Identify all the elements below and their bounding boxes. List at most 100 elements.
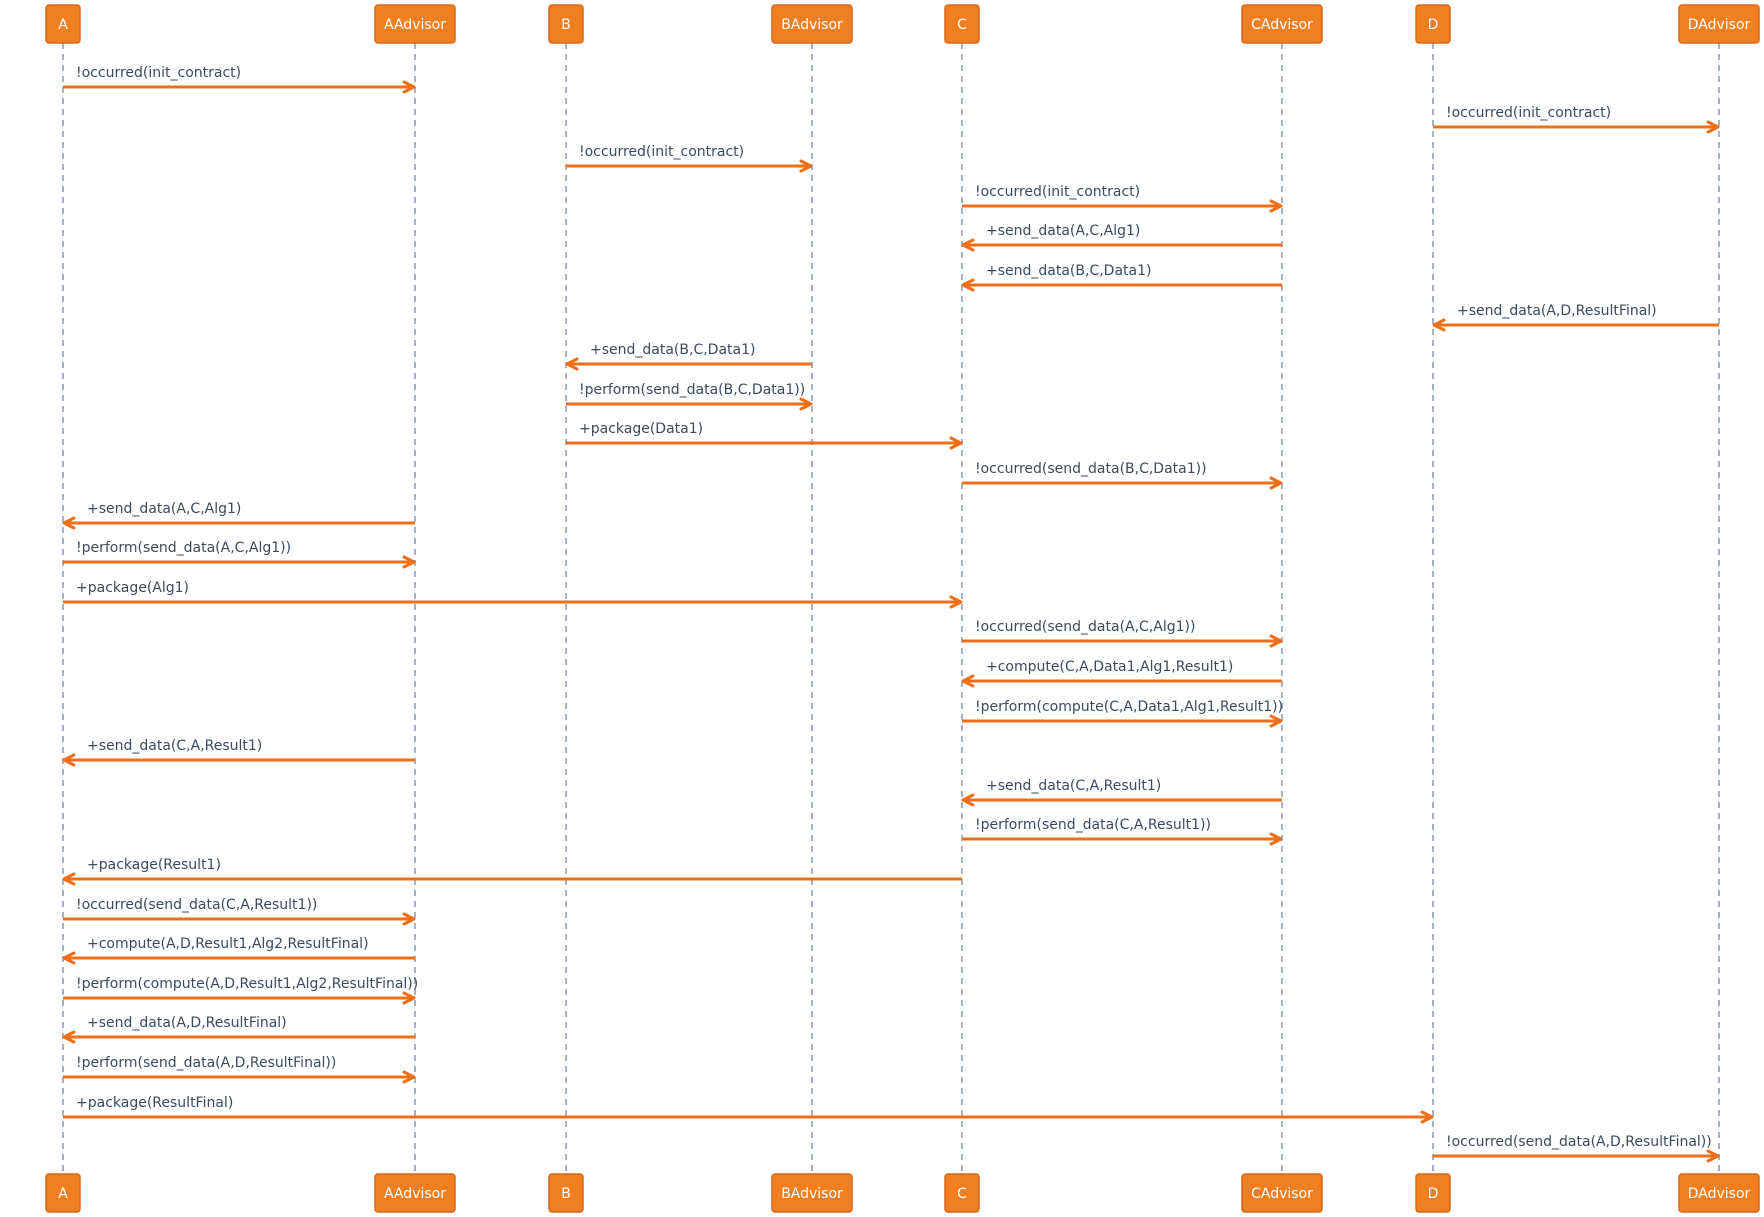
message-label: +send_data(A,D,ResultFinal) (87, 1015, 287, 1031)
arrowhead (961, 793, 975, 807)
participant-b-top: B (548, 4, 584, 44)
arrowhead (949, 595, 963, 609)
arrowhead (961, 238, 975, 252)
participant-box (1415, 1173, 1451, 1213)
message-17: !perform(compute(C,A,Data1,Alg1,Result1)… (962, 699, 1283, 728)
message-label: +send_data(C,A,Result1) (87, 738, 262, 754)
message-label: !perform(send_data(A,D,ResultFinal)) (76, 1055, 336, 1071)
arrowhead (62, 872, 76, 886)
message-label: +send_data(A,D,ResultFinal) (1457, 303, 1657, 319)
participant-label: CAdvisor (1251, 17, 1313, 33)
participant-label: D (1428, 1186, 1439, 1202)
arrowhead (1706, 1149, 1720, 1163)
message-20: !perform(send_data(C,A,Result1)) (962, 817, 1283, 846)
participant-label: DAdvisor (1688, 17, 1751, 33)
message-23: +compute(A,D,Result1,Alg2,ResultFinal) (62, 936, 415, 965)
participant-label: C (957, 1186, 967, 1202)
participant-box (1241, 1173, 1323, 1213)
participant-box (944, 4, 980, 44)
participant-label: BAdvisor (781, 1186, 843, 1202)
messages: !occurred(init_contract) !occurred(init_c… (62, 65, 1720, 1163)
message-24: !perform(compute(A,D,Result1,Alg2,Result… (63, 976, 418, 1005)
participant-box (45, 4, 81, 44)
message-label: !occurred(send_data(C,A,Result1)) (76, 897, 317, 913)
participant-label: D (1428, 17, 1439, 33)
message-1: !occurred(init_contract) (63, 65, 416, 94)
message-label: !occurred(init_contract) (1446, 105, 1611, 121)
participant-c-bottom: C (944, 1173, 980, 1213)
message-label: !occurred(init_contract) (76, 65, 241, 81)
participant-box (1415, 4, 1451, 44)
message-9: !perform(send_data(B,C,Data1)) (566, 382, 813, 411)
message-label: !occurred(send_data(B,C,Data1)) (975, 461, 1207, 477)
participant-box (1241, 4, 1323, 44)
message-28: !occurred(send_data(A,D,ResultFinal)) (1433, 1134, 1720, 1163)
message-5: +send_data(A,C,Alg1) (961, 223, 1282, 252)
arrowhead (1432, 318, 1446, 332)
arrowhead (402, 555, 416, 569)
participant-box (374, 1173, 456, 1213)
message-label: +package(Alg1) (76, 580, 189, 596)
message-label: !occurred(init_contract) (579, 144, 744, 160)
message-label: +compute(A,D,Result1,Alg2,ResultFinal) (87, 936, 369, 952)
participant-box (1678, 1173, 1760, 1213)
message-label: +compute(C,A,Data1,Alg1,Result1) (986, 659, 1233, 675)
participant-label: C (957, 17, 967, 33)
participant-badvisor-top: BAdvisor (771, 4, 853, 44)
message-7: +send_data(A,D,ResultFinal) (1432, 303, 1719, 332)
arrowhead (1706, 120, 1720, 134)
arrowhead (799, 159, 813, 173)
message-15: !occurred(send_data(A,C,Alg1)) (962, 619, 1283, 648)
participant-badvisor-bottom: BAdvisor (771, 1173, 853, 1213)
participant-label: DAdvisor (1688, 1186, 1751, 1202)
arrowhead (402, 912, 416, 926)
arrowhead (62, 753, 76, 767)
message-10: +package(Data1) (566, 421, 963, 450)
participant-cadvisor-bottom: CAdvisor (1241, 1173, 1323, 1213)
participant-box (548, 4, 584, 44)
arrowhead (961, 278, 975, 292)
arrowhead (62, 1030, 76, 1044)
arrowhead (961, 674, 975, 688)
participants: AAAAdvisorAAdvisorBBBAdvisorBAdvisorCCCA… (45, 4, 1760, 1213)
message-label: +send_data(B,C,Data1) (986, 263, 1151, 279)
arrowhead (1269, 714, 1283, 728)
message-label: !occurred(send_data(A,C,Alg1)) (975, 619, 1195, 635)
arrowhead (949, 436, 963, 450)
message-label: +send_data(C,A,Result1) (986, 778, 1161, 794)
message-label: !occurred(send_data(A,D,ResultFinal)) (1446, 1134, 1712, 1150)
message-label: !perform(send_data(B,C,Data1)) (579, 382, 805, 398)
message-label: +send_data(B,C,Data1) (590, 342, 755, 358)
message-18: +send_data(C,A,Result1) (62, 738, 415, 767)
message-13: !perform(send_data(A,C,Alg1)) (63, 540, 416, 569)
participant-box (1678, 4, 1760, 44)
message-label: !perform(send_data(A,C,Alg1)) (76, 540, 291, 556)
message-label: +package(Data1) (579, 421, 703, 437)
message-3: !occurred(init_contract) (566, 144, 813, 173)
message-label: !perform(compute(A,D,Result1,Alg2,Result… (76, 976, 418, 992)
participant-a-bottom: A (45, 1173, 81, 1213)
participant-dadvisor-top: DAdvisor (1678, 4, 1760, 44)
arrowhead (402, 1070, 416, 1084)
participant-d-top: D (1415, 4, 1451, 44)
arrowhead (799, 397, 813, 411)
message-label: +send_data(A,C,Alg1) (87, 501, 241, 517)
arrowhead (402, 80, 416, 94)
participant-dadvisor-bottom: DAdvisor (1678, 1173, 1760, 1213)
message-label: !perform(compute(C,A,Data1,Alg1,Result1)… (975, 699, 1283, 715)
message-label: +package(Result1) (87, 857, 221, 873)
participant-label: BAdvisor (781, 17, 843, 33)
participant-c-top: C (944, 4, 980, 44)
arrowhead (1269, 476, 1283, 490)
participant-aadvisor-bottom: AAdvisor (374, 1173, 456, 1213)
arrowhead (1420, 1110, 1434, 1124)
message-21: +package(Result1) (62, 857, 962, 886)
participant-box (944, 1173, 980, 1213)
message-25: +send_data(A,D,ResultFinal) (62, 1015, 415, 1044)
message-22: !occurred(send_data(C,A,Result1)) (63, 897, 416, 926)
participant-box (771, 4, 853, 44)
message-2: !occurred(init_contract) (1433, 105, 1720, 134)
lifelines (62, 43, 1720, 1174)
arrowhead (402, 991, 416, 1005)
